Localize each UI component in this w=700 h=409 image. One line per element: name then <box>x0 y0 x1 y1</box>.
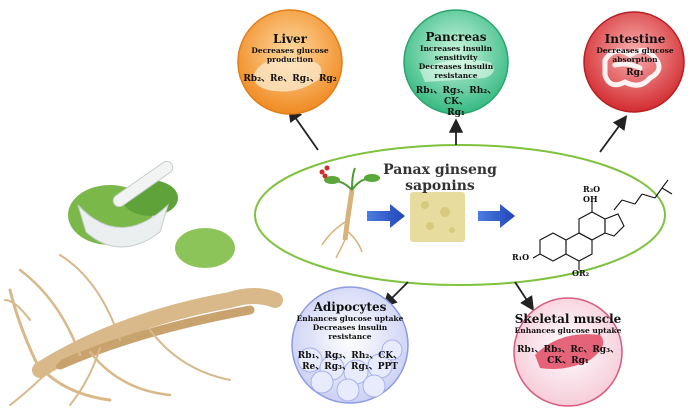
intestine-title: Intestine <box>604 32 666 46</box>
adipocytes-effect-1: Enhances glucose uptake <box>296 314 404 323</box>
mortar-bowl <box>77 203 170 248</box>
arrow-intestine <box>599 115 628 153</box>
intestine-label-group: Intestine Decreases glucose absorption R… <box>586 32 684 79</box>
adipocyte-cells <box>297 339 403 402</box>
saponin-structure <box>532 179 673 270</box>
pancreas-effect-2: Decreases insulin resistance <box>418 62 494 80</box>
pancreas-title: Pancreas <box>425 30 487 44</box>
powder-image <box>410 192 465 242</box>
structure-r1o-label: R₁O <box>512 252 530 262</box>
muscle-icon <box>535 334 604 369</box>
pancreas-compounds-1: Rb₁、Rg₃、Rh₂、CK、 <box>415 86 497 107</box>
pancreas-icon <box>420 59 494 82</box>
liver-compounds: Rb₂、Re、Rg₁、Rg₂ <box>243 74 337 84</box>
center-title: Panax ginseng saponins <box>383 162 497 194</box>
pancreas-effect-1: Increases insulin sensitivity <box>419 44 493 62</box>
pancreas-label-group: Pancreas Increases insulin sensitivity D… <box>404 30 508 119</box>
pancreas-compounds-2: Rg₁ <box>447 108 465 118</box>
pestle <box>112 160 174 208</box>
skeletal-effect: Enhances glucose uptake <box>514 326 622 335</box>
liver-icon <box>253 57 322 92</box>
arrow-skeletal <box>514 281 534 312</box>
intestine-effect: Decreases glucose absorption <box>596 46 674 64</box>
skeletal-compounds-2: CK、Rg₁ <box>547 356 589 366</box>
liver-effect: Decreases glucose production <box>251 46 329 64</box>
liver-title: Liver <box>273 32 307 46</box>
intestine-circle <box>583 11 685 113</box>
ginseng-illustration <box>4 160 283 406</box>
structure-oh-label: OH <box>583 194 598 204</box>
adipocytes-label-group: Adipocytes Enhances glucose uptake Decre… <box>294 300 406 373</box>
ginseng-root <box>4 254 283 406</box>
adipocytes-compounds-1: Rb₁、Rg₃、Rh₂、CK、 <box>297 351 403 361</box>
skeletal-label-group: Skeletal muscle Enhances glucose uptake … <box>514 312 622 367</box>
process-arrow-2 <box>478 204 515 228</box>
intestine-icon <box>602 48 662 88</box>
skeletal-title: Skeletal muscle <box>514 312 622 326</box>
process-arrow-1 <box>367 204 405 228</box>
ginseng-plant <box>319 165 380 259</box>
adipocytes-effect-2: Decreases insulin resistance <box>312 323 388 341</box>
intestine-compounds: Rg₁ <box>626 68 644 78</box>
powder-grain <box>421 201 455 233</box>
adipocytes-compounds-2: Re、Rg₃、Rg₁、PPT <box>302 362 398 372</box>
arrow-liver <box>287 107 319 151</box>
adipocytes-title: Adipocytes <box>313 300 387 314</box>
leaf-3 <box>175 228 235 268</box>
structure-r3o-label: R₃O <box>583 184 601 194</box>
skeletal-compounds-1: Rb₁、Rb₃、Rc、Rg₃、 <box>516 345 620 355</box>
structure-or2-label: OR₂ <box>572 268 590 278</box>
liver-label-group: Liver Decreases glucose production Rb₂、R… <box>240 32 340 85</box>
